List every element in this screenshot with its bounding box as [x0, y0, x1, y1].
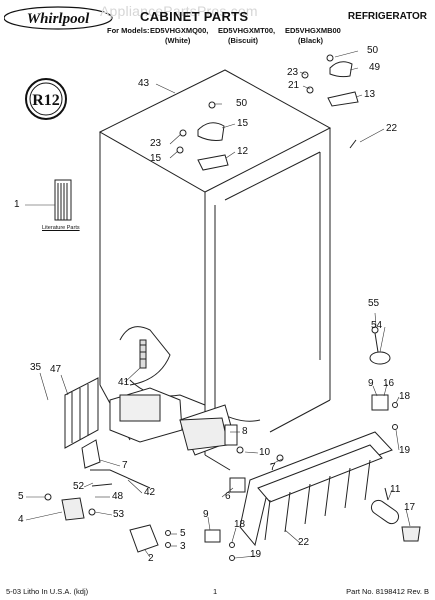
footer-part-number: Part No. 8198412 Rev. B	[346, 587, 429, 596]
callout-14: 15	[150, 153, 162, 164]
part-41-tubing	[139, 339, 147, 369]
callout-3-top: 5	[180, 528, 186, 539]
callout-49: 49	[369, 62, 381, 73]
callout-19-right: 19	[399, 445, 411, 456]
brand-text: Whirlpool	[27, 11, 90, 27]
callout-4: 4	[18, 514, 24, 525]
r12-text: R12	[32, 92, 60, 109]
watermark: AppliancePartsPros.com	[100, 3, 258, 19]
callout-41: 41	[118, 377, 130, 388]
part-54-leveler	[369, 326, 391, 365]
part-47-panel	[64, 377, 99, 449]
callout-43: 48	[112, 491, 124, 502]
callout-53: 53	[113, 509, 125, 520]
footer-page-number: 1	[213, 587, 218, 596]
callout-6: 6	[225, 491, 231, 502]
bottom-bracket	[204, 446, 284, 561]
page-title: CABINET PARTS	[140, 9, 249, 24]
callout-23-right: 23	[287, 67, 299, 78]
callout-47: 47	[50, 364, 62, 375]
callout-52: 52	[73, 481, 85, 492]
literature-parts-label: Literature Parts	[42, 225, 80, 231]
model-number-black: ED5VHGXMB00	[285, 26, 341, 35]
callout-23: 23	[150, 138, 162, 149]
callout-18-bottom: 18	[234, 519, 246, 530]
callout-2: 2	[148, 553, 154, 564]
callout-7: 7	[122, 460, 128, 471]
callout-13: 13	[364, 89, 376, 100]
callout-21: 22	[386, 123, 398, 134]
model-variant-black: (Black)	[298, 36, 324, 45]
model-number-white: ED5VHGXMQ00,	[150, 26, 209, 35]
whirlpool-logo: Whirlpool	[3, 6, 114, 30]
callout-20: 21	[288, 80, 300, 91]
part-8-duct	[179, 417, 238, 451]
callout-19-bottom: 19	[250, 549, 262, 560]
callout-48: 43	[138, 78, 150, 89]
callout-17: 17	[404, 502, 416, 513]
callout-50: 50	[236, 98, 248, 109]
footer-litho: 5-03 Litho In U.S.A. (kdj)	[6, 587, 89, 596]
callout-1: 1	[14, 199, 20, 210]
callout-16: 16	[383, 378, 395, 389]
callout-42: 42	[144, 487, 156, 498]
left-lower-parts	[44, 439, 171, 553]
callout-18-right: 18	[399, 391, 411, 402]
callout-22: 22	[298, 537, 310, 548]
part-17-foot	[401, 526, 421, 542]
models-label: For Models:	[107, 26, 150, 35]
callout-3: 3	[180, 541, 186, 552]
callout-9-bottom: 9	[203, 509, 209, 520]
category-label: REFRIGERATOR	[347, 11, 427, 22]
hinge-top-right	[301, 54, 359, 149]
callout-54: 54	[371, 320, 383, 331]
callout-8: 8	[242, 426, 248, 437]
callout-15: 15	[237, 118, 249, 129]
part-22-grille	[239, 431, 393, 547]
part-16-bracket-right	[371, 394, 398, 430]
callout-5: 5	[18, 491, 24, 502]
r12-badge: R12	[25, 78, 67, 120]
leader-lines	[25, 50, 411, 559]
model-variant-biscuit: (Biscuit)	[228, 36, 258, 45]
model-number-biscuit: ED5VHGXMT00,	[218, 26, 276, 35]
callout-35: 35	[30, 362, 42, 373]
callout-9-right: 9	[368, 378, 374, 389]
part-literature	[54, 179, 72, 221]
callout-50-right: 50	[367, 45, 379, 56]
part-11-roller	[370, 487, 400, 525]
callout-55: 55	[368, 298, 380, 309]
model-variant-white: (White)	[165, 36, 191, 45]
callout-11: 11	[390, 484, 401, 495]
callout-10: 10	[259, 447, 271, 458]
hinge-top-left	[176, 101, 229, 171]
callout-7-right: 7	[270, 462, 276, 473]
callout-12: 12	[237, 146, 249, 157]
